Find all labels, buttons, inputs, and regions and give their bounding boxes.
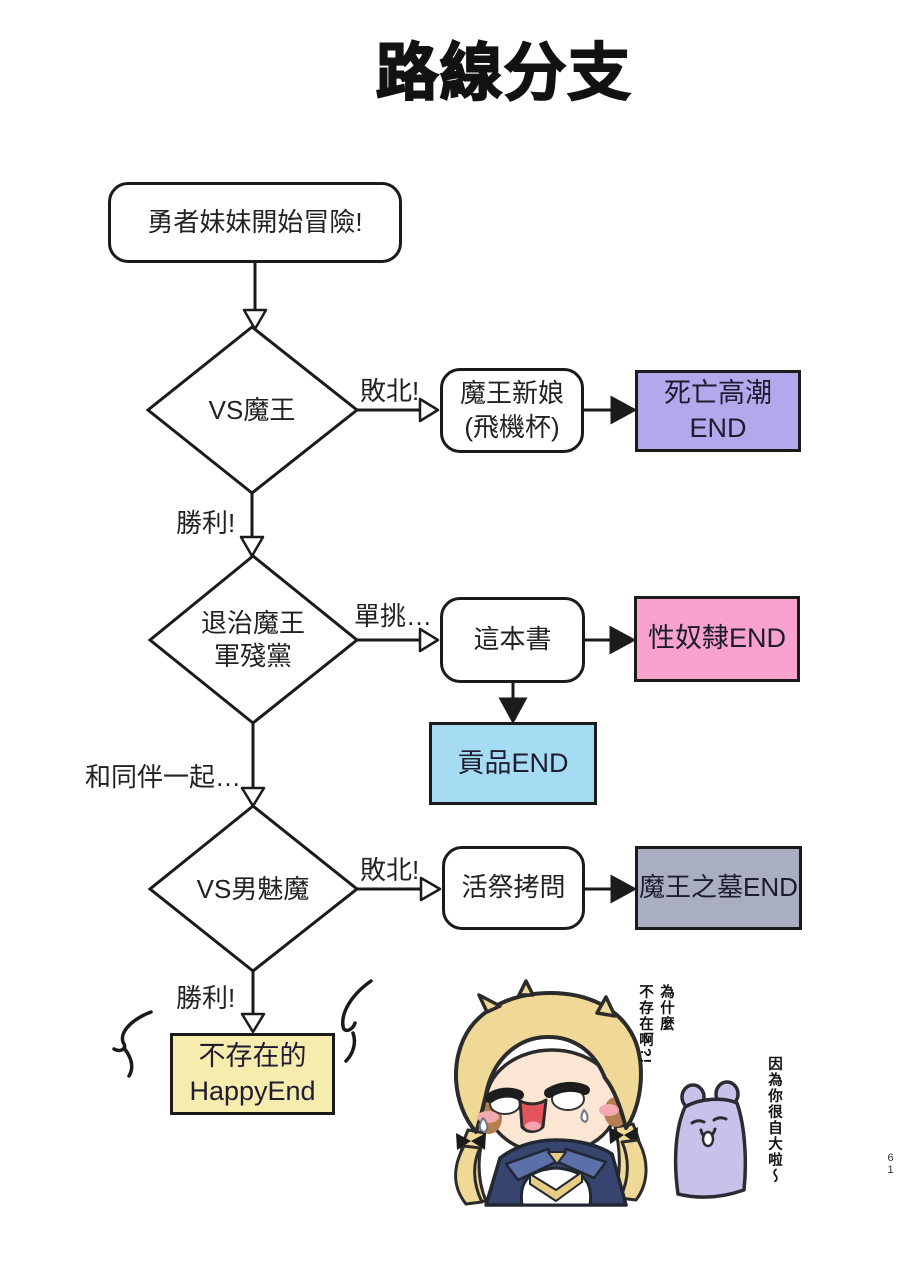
bear-illustration: [673, 1080, 748, 1199]
end-box-death-climax: 死亡高潮 END: [635, 370, 801, 452]
bear-eye-right: [712, 1116, 728, 1122]
squiggle-right-small: [344, 1031, 357, 1063]
edge-label-defeat-2: 敗北!: [360, 855, 420, 885]
decision-diamonds: [145, 325, 360, 973]
sweat-drop-right: [580, 1109, 589, 1123]
emphasis-marks: [112, 979, 373, 1078]
diamond-vs-incubus: [147, 804, 360, 973]
open-arrowhead: [242, 308, 268, 331]
open-arrowhead: [419, 876, 442, 902]
edge-label-with-party: 和同伴一起…: [85, 762, 242, 792]
hair-spike-left: [477, 993, 502, 1014]
neck-brooch: [547, 1151, 567, 1165]
edge-label-solo: 單挑…: [354, 601, 433, 631]
solid-arrowhead: [610, 395, 638, 425]
node-this-book: 這本書: [440, 597, 585, 683]
solid-arrowhead: [609, 625, 637, 655]
speech-girl: 為什麼 不存在啊?!: [637, 984, 675, 1065]
edge-label-victory-2: 勝利!: [176, 983, 236, 1013]
edge-vsmaou-to-remnants: [239, 493, 265, 558]
speech-bear: 因為你很自大啦～: [766, 1056, 783, 1184]
closed-eye-left: [485, 1087, 524, 1103]
bear-tongue: [701, 1130, 715, 1148]
edge-label-victory-1: 勝利!: [176, 508, 236, 538]
open-arrowhead: [418, 627, 440, 653]
heroine-illustration: [453, 979, 648, 1207]
squiggle-left-small: [122, 1046, 134, 1078]
edge-vsincubus-to-happyend: [240, 971, 266, 1034]
squiggle-right: [341, 979, 373, 1033]
closed-eye-right: [544, 1081, 590, 1098]
squiggle-left: [112, 1010, 153, 1053]
gold-chevron: [529, 1171, 583, 1202]
edge-bride-to-deathend: [584, 395, 638, 425]
hair-front-tail-right: [618, 1138, 648, 1202]
edge-vsmaou-to-bride: [357, 397, 440, 423]
node-start: 勇者妹妹開始冒險!: [108, 182, 402, 263]
hair-ribbon-left: [456, 1133, 486, 1150]
hair-spike-mid: [517, 979, 535, 997]
edge-remnants-to-vsincubus: [240, 723, 266, 808]
diamond-label-remnants: 退治魔王 軍殘黨: [200, 608, 305, 671]
open-arrowhead: [239, 535, 265, 558]
node-maou-bride: 魔王新娘 (飛機杯): [440, 368, 584, 453]
tongue: [525, 1121, 541, 1131]
bear-eye-left: [690, 1119, 706, 1125]
open-arrowhead: [240, 1012, 266, 1034]
diamond-remnants: [147, 554, 360, 725]
diamond-label-vs-incubus: VS男魅魔: [196, 874, 310, 904]
end-box-maou-tomb: 魔王之墓END: [635, 846, 802, 930]
solid-arrowhead: [498, 697, 528, 725]
diamond-vs-maou: [145, 325, 360, 495]
edge-start-to-vsmaou: [242, 263, 268, 331]
edge-vsincubus-to-sacrifice: [357, 876, 442, 902]
sweat-drop-left: [478, 1117, 489, 1133]
edge-remnants-to-book: [357, 627, 440, 653]
solid-arrowhead: [610, 874, 638, 904]
open-arrowhead: [418, 397, 440, 423]
edge-book-to-tributeend: [498, 683, 528, 725]
blush-right: [599, 1104, 619, 1116]
bear-body: [673, 1097, 748, 1199]
end-box-happy-end: 不存在的 HappyEnd: [170, 1033, 335, 1115]
page-title: 路線分支: [375, 38, 632, 109]
node-sacrifice-torture: 活祭拷問: [442, 846, 585, 930]
edge-label-defeat-1: 敗北!: [360, 376, 420, 406]
hair-front-tail-left: [454, 1144, 484, 1206]
edge-book-to-slaveend: [585, 625, 637, 655]
open-arrowhead: [240, 786, 266, 808]
connectors: [239, 263, 638, 1034]
hair-spike-right: [595, 995, 617, 1018]
end-box-sex-slave: 性奴隸END: [634, 596, 800, 682]
end-box-tribute: 貢品END: [429, 722, 597, 805]
edge-sacrifice-to-tombend: [585, 874, 638, 904]
hair-front: [453, 991, 643, 1134]
page-number: 61: [884, 1152, 897, 1176]
diamond-label-vs-maou: VS魔王: [208, 395, 296, 425]
